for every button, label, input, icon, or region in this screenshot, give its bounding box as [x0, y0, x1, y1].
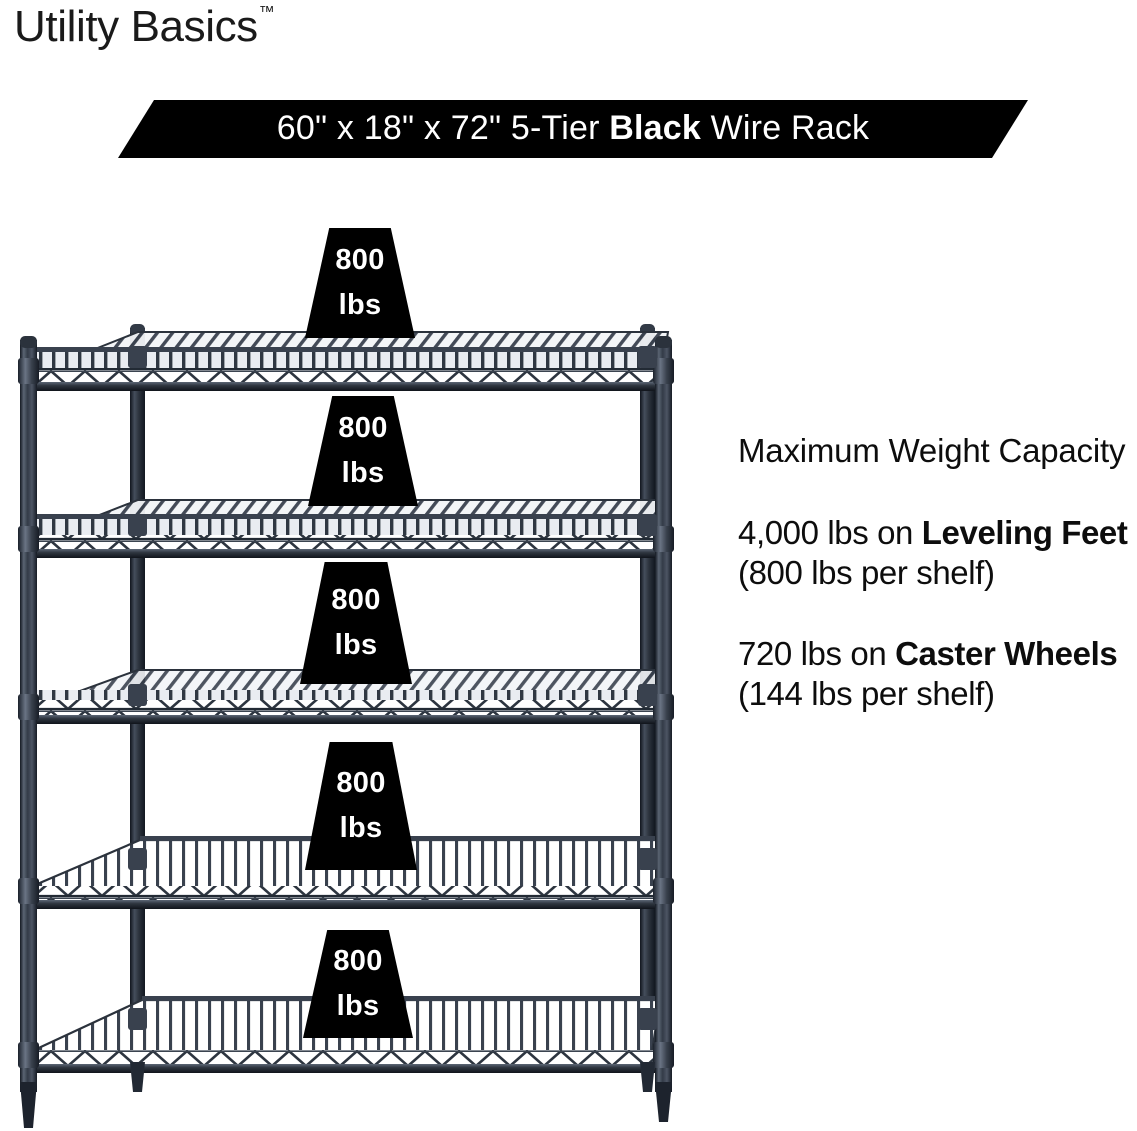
- banner-text-prefix: 60" x 18" x 72" 5-Tier: [276, 108, 610, 147]
- banner-text-bold: Black: [609, 108, 701, 147]
- weight-capacity-info: Maximum Weight Capacity 4,000 lbs on Lev…: [738, 432, 1137, 713]
- weight-unit: lbs: [336, 990, 380, 1022]
- weight-label: 800 lbs: [303, 930, 413, 1038]
- info-para-tail: (144 lbs per shelf): [738, 674, 995, 712]
- brand-logo: Utility Basics™: [14, 2, 275, 52]
- weight-unit: lbs: [338, 289, 382, 321]
- info-paragraph-caster-wheels: 720 lbs on Caster Wheels (144 lbs per sh…: [738, 634, 1137, 713]
- info-para-tail: (800 lbs per shelf): [738, 553, 995, 591]
- leveling-feet: [20, 1062, 672, 1128]
- info-para-lead: 720 lbs on: [738, 635, 896, 673]
- info-heading: Maximum Weight Capacity: [738, 432, 1126, 469]
- weight-value: 800: [336, 767, 386, 799]
- title-banner-text: 60" x 18" x 72" 5-Tier Black Wire Rack: [277, 109, 869, 150]
- weight-unit: lbs: [341, 457, 385, 489]
- trademark-symbol: ™: [258, 4, 275, 22]
- weight-unit: lbs: [334, 629, 378, 661]
- info-paragraph-leveling-feet: 4,000 lbs on Leveling Feet (800 lbs per …: [738, 513, 1137, 592]
- weight-value: 800: [331, 584, 381, 616]
- weight-value: 800: [333, 945, 383, 977]
- info-para-bold: Leveling Feet: [921, 513, 1128, 551]
- shelf-tier-2: [21, 499, 670, 558]
- banner-text-suffix: Wire Rack: [700, 108, 870, 147]
- info-para-bold: Caster Wheels: [895, 635, 1118, 673]
- shelf-tier-3: [21, 669, 670, 724]
- weight-value: 800: [338, 412, 388, 444]
- product-image-wire-rack: [0, 200, 730, 1131]
- post-collars: [18, 346, 674, 1068]
- weight-unit: lbs: [339, 812, 383, 844]
- brand-name: Utility Basics: [14, 2, 258, 51]
- weight-value: 800: [335, 244, 385, 276]
- shelf-tier-1: [21, 331, 670, 391]
- title-banner: 60" x 18" x 72" 5-Tier Black Wire Rack: [118, 100, 1028, 158]
- info-para-lead: 4,000 lbs on: [738, 513, 922, 551]
